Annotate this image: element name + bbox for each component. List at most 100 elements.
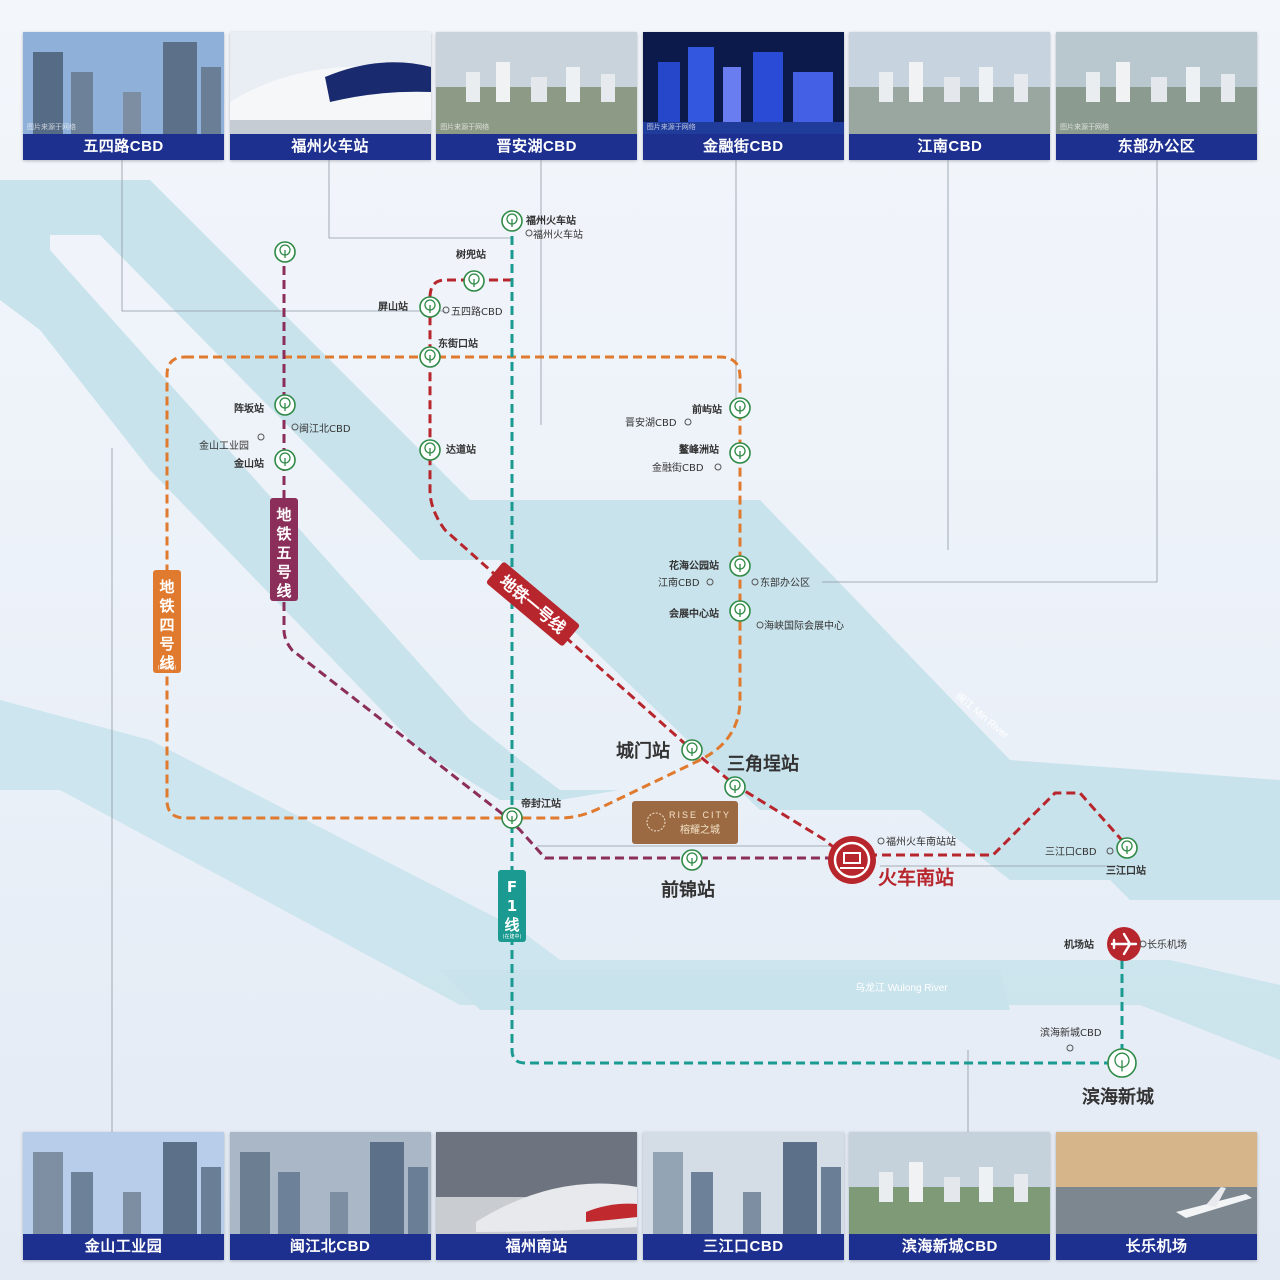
line4-route bbox=[165, 355, 742, 820]
label-huahai: 花海公园站 bbox=[669, 559, 719, 572]
station-sanjiangkou bbox=[1116, 837, 1138, 859]
label-dadao: 达道站 bbox=[446, 443, 476, 456]
leader-fuzhou-rail bbox=[328, 160, 512, 239]
station-binhai-tree-icon bbox=[1114, 1052, 1130, 1072]
label-fuzhou-rail: 福州火车站 bbox=[525, 214, 576, 227]
f1-tag-sub: (在建中) bbox=[503, 933, 522, 940]
card-wusi-cbd: 图片来源于网络五四路CBD bbox=[23, 32, 224, 160]
label-pingshan: 屏山站 bbox=[377, 300, 408, 313]
poi-pin-icon bbox=[706, 578, 714, 586]
label-difengjiang: 帝封江站 bbox=[521, 797, 561, 810]
label-sanjiangkou: 三江口站 bbox=[1106, 864, 1146, 877]
card-jinan-lake-cbd-label: 晋安湖CBD bbox=[496, 138, 577, 155]
label-airport: 机场站 bbox=[1064, 938, 1094, 951]
card-fuzhou-south-label: 福州南站 bbox=[505, 1238, 568, 1255]
station-shupo-tree-icon bbox=[468, 273, 480, 287]
label-huizhan: 会展中心站 bbox=[669, 607, 719, 620]
card-jiangnan-cbd-label: 江南CBD bbox=[917, 138, 983, 155]
wulong-river-lower bbox=[440, 970, 1010, 1010]
label-jinshan: 金山站 bbox=[233, 457, 264, 470]
poi-sanjiangkou: 三江口CBD bbox=[1045, 846, 1097, 858]
card-wusi-cbd-label: 五四路CBD bbox=[83, 138, 164, 155]
card-sanjiangkou-cbd-photo bbox=[642, 1132, 844, 1234]
line4-tag-sub: (规划中) bbox=[158, 664, 177, 671]
card-east-office-photo bbox=[1056, 32, 1257, 134]
card-jiangnan-cbd: 江南CBD bbox=[849, 32, 1051, 160]
rise-city-badge: RISE CITY 榕耀之城 bbox=[632, 801, 738, 844]
leader-wusi bbox=[121, 160, 445, 312]
label-binhai: 滨海新城 bbox=[1082, 1086, 1154, 1108]
line4-tag-char: 线 bbox=[159, 654, 174, 672]
card-jinshan-park-photo bbox=[23, 1132, 224, 1234]
card-jiangnan-cbd-photo bbox=[849, 32, 1051, 134]
card-jinshan-park-label: 金山工业园 bbox=[84, 1238, 163, 1255]
card-jinrong-st-cbd-photo bbox=[642, 32, 844, 134]
card-jinrong-st-cbd: 图片来源于网络金融街CBD bbox=[642, 32, 844, 160]
leader-lines bbox=[111, 160, 1158, 1132]
label-south-station: 火车南站 bbox=[878, 866, 954, 889]
station-ganfengzhou-tree-icon bbox=[734, 445, 746, 459]
line5-tag-char: 铁 bbox=[276, 525, 291, 543]
poi-east-office: 东部办公区 bbox=[760, 576, 810, 589]
poi-minjiang-north: 闽江北CBD bbox=[299, 422, 351, 435]
station-fuzhou-rail bbox=[501, 210, 523, 232]
label-shupo: 树兜站 bbox=[456, 248, 486, 261]
card-sanjiangkou-cbd-label: 三江口CBD bbox=[703, 1238, 784, 1255]
card-east-office: 图片来源于网络东部办公区 bbox=[1056, 32, 1257, 160]
rise-city-en: RISE CITY bbox=[669, 810, 731, 820]
f1-tag-char: F bbox=[507, 878, 517, 896]
rise-city-box bbox=[632, 801, 738, 844]
line5-tag-bg bbox=[270, 498, 298, 601]
label-zhenban: 阵坂站 bbox=[234, 402, 264, 415]
station-ganfengzhou bbox=[729, 442, 751, 464]
card-changle-airport-photo bbox=[1056, 1132, 1257, 1234]
poi-jinan: 晋安湖CBD bbox=[625, 416, 677, 429]
minjiang-river-branch bbox=[0, 235, 620, 800]
poi-pin-icon bbox=[442, 306, 450, 314]
card-fuzhou-railway-label: 福州火车站 bbox=[291, 138, 369, 155]
station-pingshan-tree-icon bbox=[424, 299, 436, 313]
rise-city-logo-icon bbox=[646, 812, 666, 832]
railway-icon bbox=[840, 852, 864, 869]
station-huahai bbox=[729, 555, 751, 577]
station-difengjiang bbox=[501, 807, 523, 829]
poi-haixia: 海峡国际会展中心 bbox=[764, 619, 844, 632]
poi-pin-icon bbox=[714, 463, 722, 471]
station-qianjin-tree-icon bbox=[686, 852, 698, 866]
card-sanjiangkou-cbd: 三江口CBD bbox=[642, 1132, 844, 1260]
station-binhai bbox=[1107, 1048, 1137, 1078]
poi-jiangnan: 江南CBD bbox=[658, 576, 700, 589]
line4-tag-char: 铁 bbox=[159, 597, 174, 615]
card-east-office-label: 东部办公区 bbox=[1117, 138, 1196, 155]
card-jinan-lake-cbd-photo bbox=[436, 32, 638, 134]
station-qianyu-tree-icon bbox=[734, 400, 746, 414]
label-qianyu: 前屿站 bbox=[692, 403, 722, 416]
label-qianjin: 前锦站 bbox=[661, 879, 715, 901]
f1-tag-char: 线 bbox=[504, 916, 519, 934]
card-jinan-lake-cbd: 图片来源于网络晋安湖CBD bbox=[436, 32, 638, 160]
card-fuzhou-south-photo bbox=[436, 1132, 638, 1234]
line5-tag-char: 线 bbox=[276, 582, 291, 600]
poi-binhai: 滨海新城CBD bbox=[1040, 1026, 1102, 1039]
poi-airport: 长乐机场 bbox=[1147, 938, 1187, 951]
station-qianjin bbox=[681, 849, 703, 871]
line4-tag-char: 号 bbox=[159, 635, 174, 653]
poi-pin-icon bbox=[877, 837, 885, 845]
station-line5-north-tree-icon bbox=[279, 244, 291, 258]
card-east-office-watermark: 图片来源于网络 bbox=[1060, 124, 1109, 131]
card-fuzhou-railway: 福州火车站 bbox=[229, 32, 431, 160]
line4-tag-char: 地 bbox=[159, 578, 174, 596]
station-shupo bbox=[463, 270, 485, 292]
station-huizhan bbox=[729, 600, 751, 622]
card-binhai-cbd: 滨海新城CBD bbox=[849, 1132, 1051, 1260]
rise-city-cn: 榕耀之城 bbox=[680, 823, 720, 836]
card-minjiang-north-cbd-label: 闽江北CBD bbox=[289, 1238, 371, 1255]
label-ganfengzhou: 鳌峰洲站 bbox=[679, 443, 719, 456]
minjiang-river bbox=[0, 180, 1280, 900]
station-dongjiekou bbox=[419, 346, 441, 368]
airport-hub bbox=[1107, 927, 1141, 961]
poi-pin-icon bbox=[1066, 1044, 1074, 1052]
